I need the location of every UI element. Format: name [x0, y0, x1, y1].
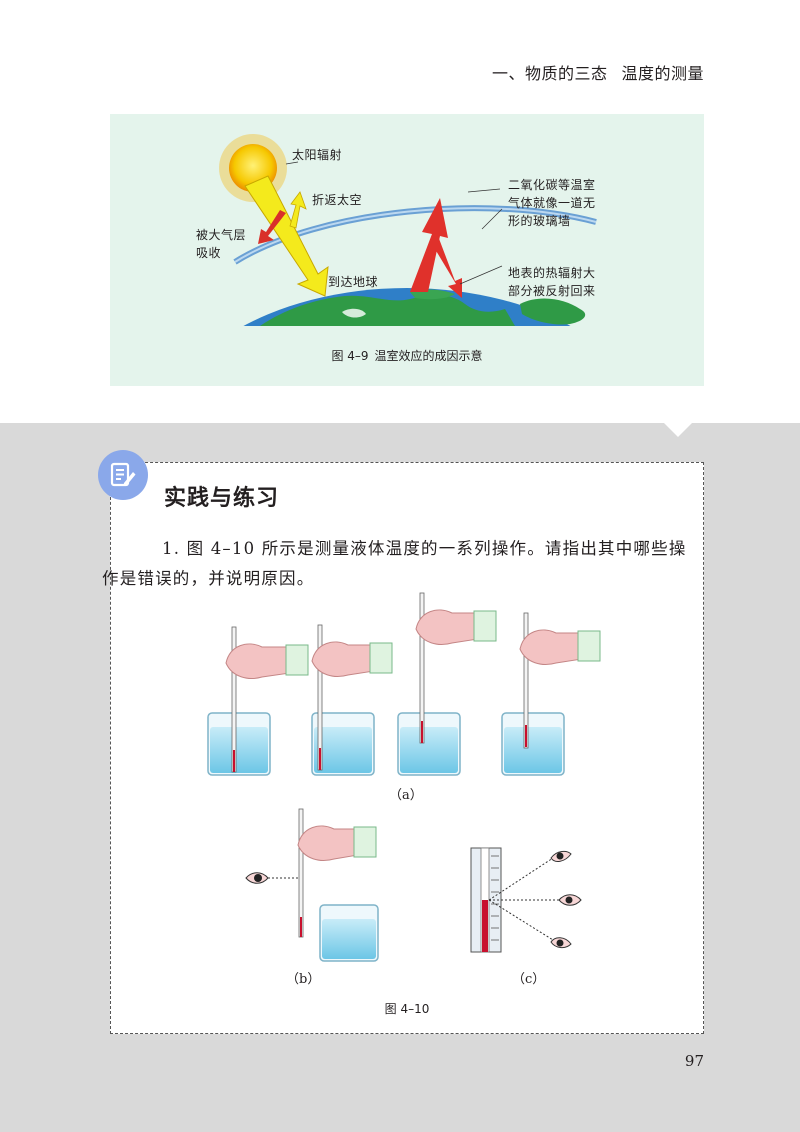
eye-icon-top	[550, 850, 572, 862]
label-greenhouse-2: 气体就像一道无	[508, 196, 596, 210]
greenhouse-diagram	[219, 134, 597, 326]
earth-globe	[243, 288, 586, 326]
chapter-title: 一、物质的三态	[491, 64, 608, 83]
figure-4-10b-illustration	[245, 808, 379, 962]
figure-4-10c-illustration	[470, 847, 582, 953]
eye-icon	[245, 872, 269, 884]
sub-label-c: （c）	[512, 972, 546, 987]
notepad-pencil-icon	[98, 450, 148, 500]
absorbed-arrow	[258, 210, 286, 244]
label-reflect-back-1: 地表的热辐射大	[508, 266, 596, 280]
label-reach-earth: 到达地球	[328, 275, 379, 289]
label-absorbed-2: 吸收	[196, 246, 222, 260]
label-greenhouse-1: 二氧化碳等温室	[508, 178, 596, 192]
eye-icon-middle	[558, 894, 582, 906]
beaker-setup-1	[207, 626, 309, 776]
label-greenhouse-3: 形的玻璃墙	[508, 214, 571, 228]
eye-icon-bottom	[550, 937, 572, 949]
practice-title: 实践与练习	[164, 485, 280, 511]
section-title-header: 温度的测量	[621, 64, 704, 83]
question-1: 1. 图 4–10 所示是测量液体温度的一系列操作。请指出其中哪些操 作是错误的…	[102, 539, 687, 588]
sub-label-b: （b）	[286, 972, 321, 987]
reflected-space-arrow	[289, 191, 307, 229]
label-solar-radiation: 太阳辐射	[292, 148, 343, 162]
solar-radiation-arrow	[244, 175, 329, 297]
figure-4-10a-illustration	[207, 592, 601, 776]
running-header: 一、物质的三态温度的测量	[492, 60, 704, 84]
heat-radiation-arrow	[410, 198, 448, 292]
beaker-setup-3	[397, 592, 497, 776]
label-reflected-space: 折返太空	[312, 193, 363, 207]
beaker-setup-2	[311, 624, 393, 776]
beaker-setup-4	[501, 612, 601, 776]
label-reflect-back-2: 部分被反射回来	[508, 284, 596, 298]
sub-label-a: （a）	[389, 788, 423, 803]
figure-4-10-caption: 图 4–10	[384, 1002, 430, 1016]
figure-4-9-panel: 太阳辐射 折返太空 被大气层 吸收 到达地球 二氧化碳等温室 气体就像一道无 形…	[110, 114, 704, 386]
label-absorbed-1: 被大气层	[196, 228, 247, 242]
section-notch	[664, 423, 692, 437]
page-number: 97	[684, 1052, 704, 1070]
